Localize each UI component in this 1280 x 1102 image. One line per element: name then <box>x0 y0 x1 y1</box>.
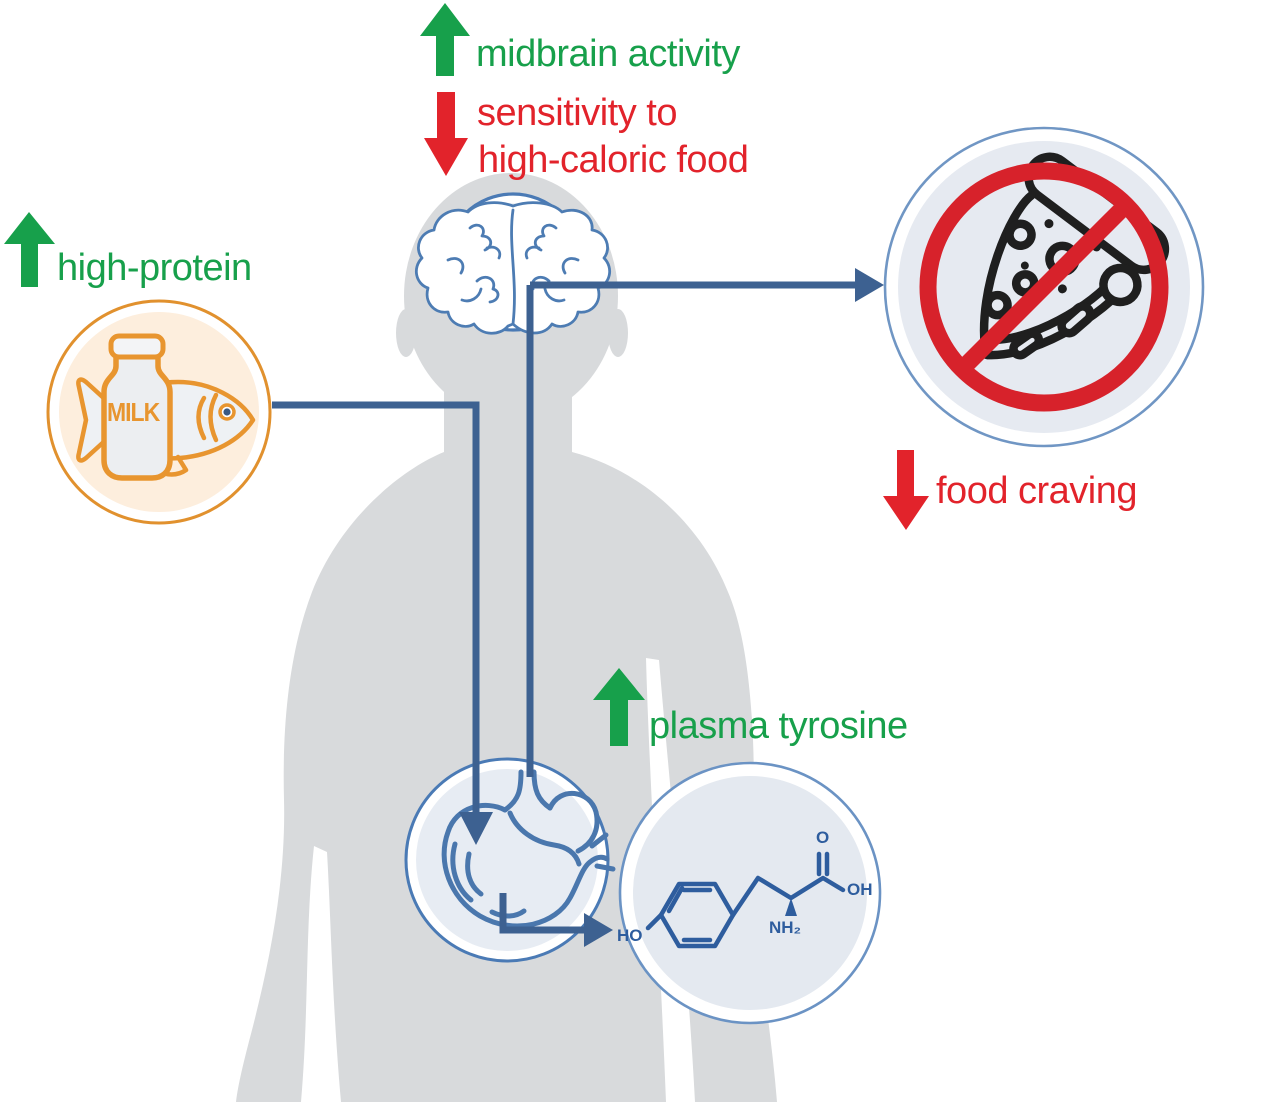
milk-bottle-label: MILK <box>107 397 160 427</box>
node-no-pizza <box>883 126 1205 448</box>
down-arrow-food-craving <box>883 450 929 530</box>
up-arrow-midbrain <box>420 3 470 76</box>
label-midbrain-activity: midbrain activity <box>476 33 740 75</box>
brain-icon <box>414 201 612 335</box>
atom-label-oh: OH <box>847 880 873 899</box>
label-plasma-tyrosine: plasma tyrosine <box>649 705 908 747</box>
connector-arrowheads <box>459 268 884 947</box>
atom-label-ho: HO <box>617 926 643 945</box>
label-sensitivity-line2: high-caloric food <box>478 139 749 181</box>
label-high-protein: high-protein <box>57 247 252 289</box>
node-tyrosine <box>618 761 882 1025</box>
up-arrow-high-protein <box>4 212 55 287</box>
atom-label-o: O <box>816 828 830 847</box>
tyrosine-structure-icon <box>645 851 846 949</box>
arrowhead-stomach <box>459 812 493 845</box>
edge-stomach-to-tyrosine <box>499 893 584 934</box>
node-protein-foods <box>46 299 272 525</box>
arrowhead-pizza <box>855 268 884 302</box>
up-arrow-plasma-tyrosine <box>593 668 645 746</box>
stomach-icon <box>441 769 616 929</box>
atom-label-nh2: NH₂ <box>769 918 802 937</box>
edge-protein-to-stomach <box>272 401 480 813</box>
node-brain <box>414 192 612 335</box>
milk-bottle-icon <box>101 333 173 481</box>
connectors <box>272 281 856 934</box>
label-food-craving: food craving <box>936 470 1138 512</box>
arm-gap-left <box>301 846 341 1102</box>
trend-arrows <box>4 3 929 746</box>
label-sensitivity-line1: sensitivity to <box>477 92 677 134</box>
down-arrow-sensitivity <box>424 92 468 176</box>
prohibition-sign-icon <box>919 162 1169 412</box>
arrowhead-tyrosine <box>584 913 613 947</box>
